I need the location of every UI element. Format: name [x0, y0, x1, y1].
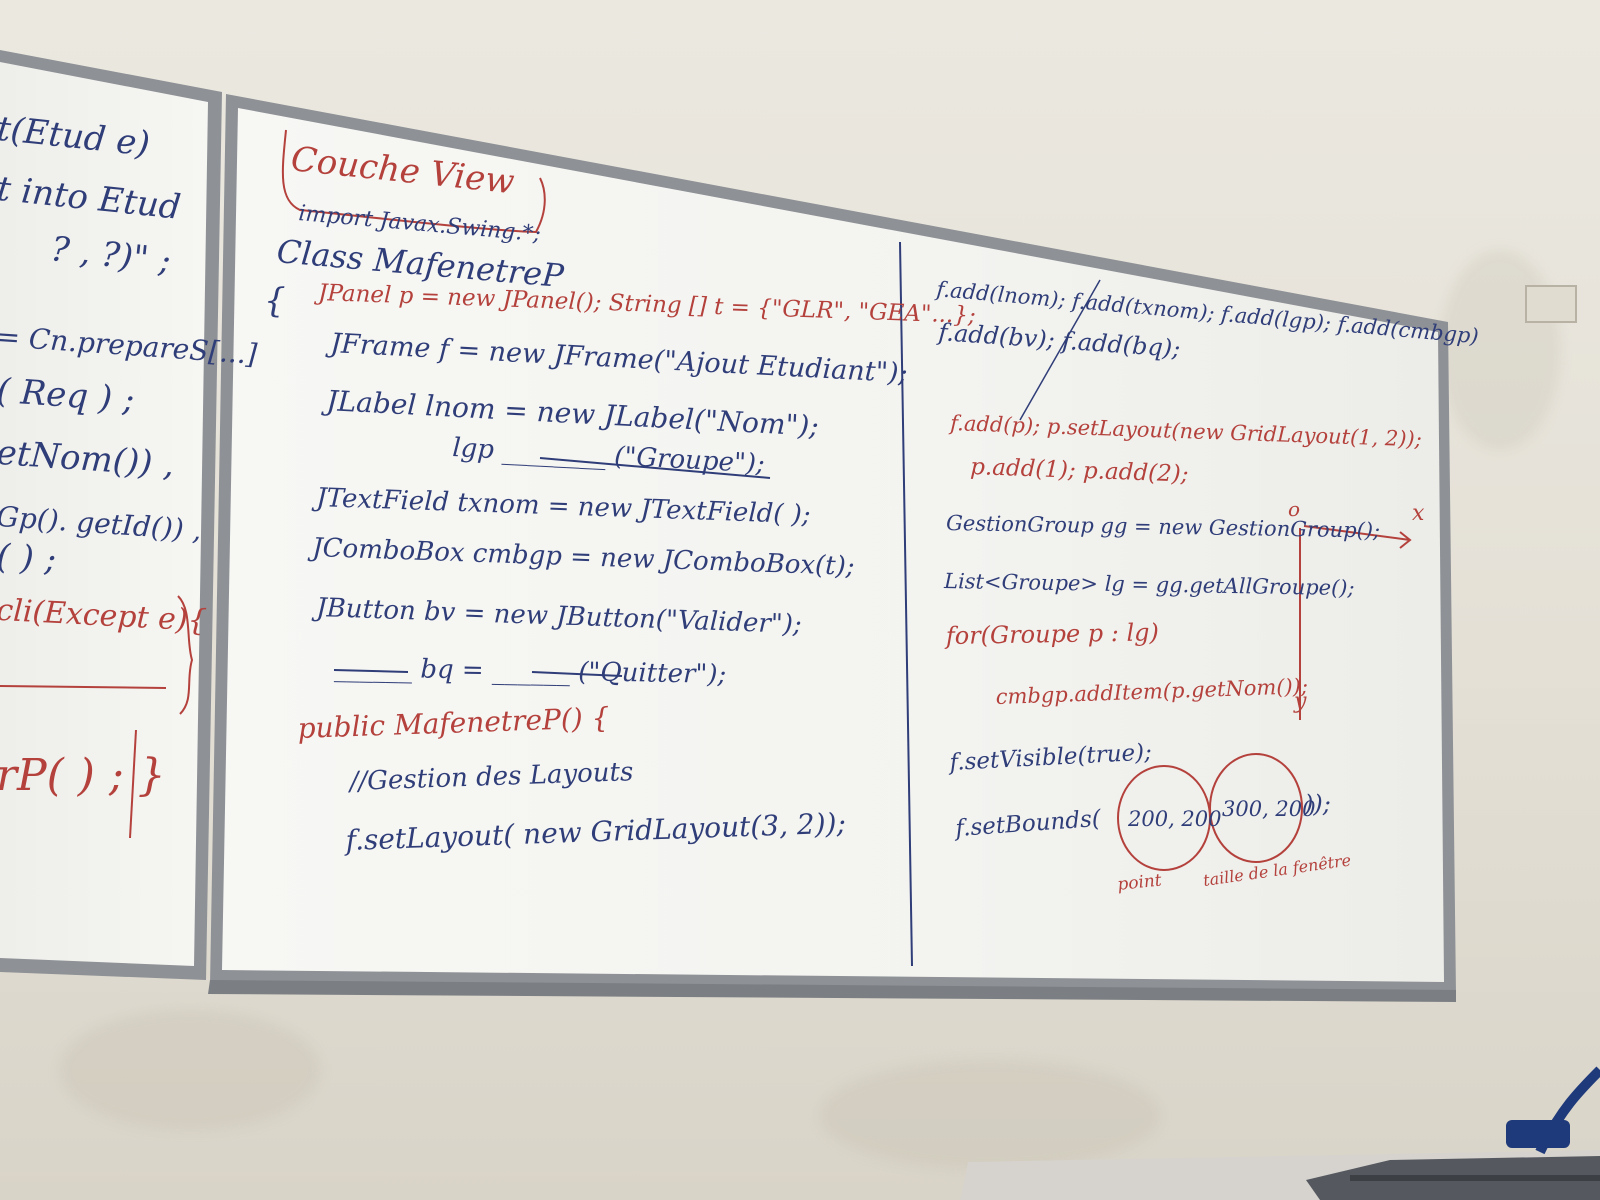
code-line: {	[264, 281, 286, 321]
bounds-size: 300, 200	[1222, 797, 1316, 821]
wall-stain	[60, 1010, 320, 1130]
wall-stain	[1440, 250, 1560, 450]
blank-line	[539, 457, 771, 479]
wall-fixture	[1525, 285, 1577, 323]
title-bubble	[281, 129, 546, 234]
blank-line	[531, 671, 623, 677]
blank-line	[333, 669, 409, 673]
point-label: point	[1116, 870, 1162, 895]
left-tick	[129, 729, 137, 839]
laptop-hinge	[1350, 1175, 1600, 1181]
strike-line	[1019, 279, 1101, 421]
marker-tray	[208, 980, 1456, 1002]
x-axis-label: x	[1412, 501, 1425, 526]
left-arrow	[0, 685, 167, 689]
code-line: ______ bq = ______ ("Quitter");	[334, 653, 727, 690]
code-line: for(Groupe p : lg)	[944, 618, 1159, 650]
left-line: ( Req ) ;	[0, 371, 136, 421]
bounds-close: ));	[1303, 790, 1331, 818]
left-line: rP( ) ; }	[0, 750, 166, 801]
bounds-point: 200, 200	[1127, 807, 1222, 831]
size-circle	[1209, 753, 1303, 863]
y-axis-label: y	[1293, 689, 1307, 714]
x-axis	[1303, 525, 1411, 541]
wall-stain	[820, 1060, 1160, 1170]
lamp-base	[1506, 1120, 1570, 1148]
left-line: ( ) ;	[0, 537, 57, 580]
left-board-surface	[0, 62, 208, 966]
main-board-surface	[222, 108, 1444, 982]
origin-label: o	[1288, 497, 1300, 521]
left-brace	[177, 595, 194, 715]
x-axis-arrow	[1399, 531, 1412, 549]
board-divider	[899, 241, 913, 967]
